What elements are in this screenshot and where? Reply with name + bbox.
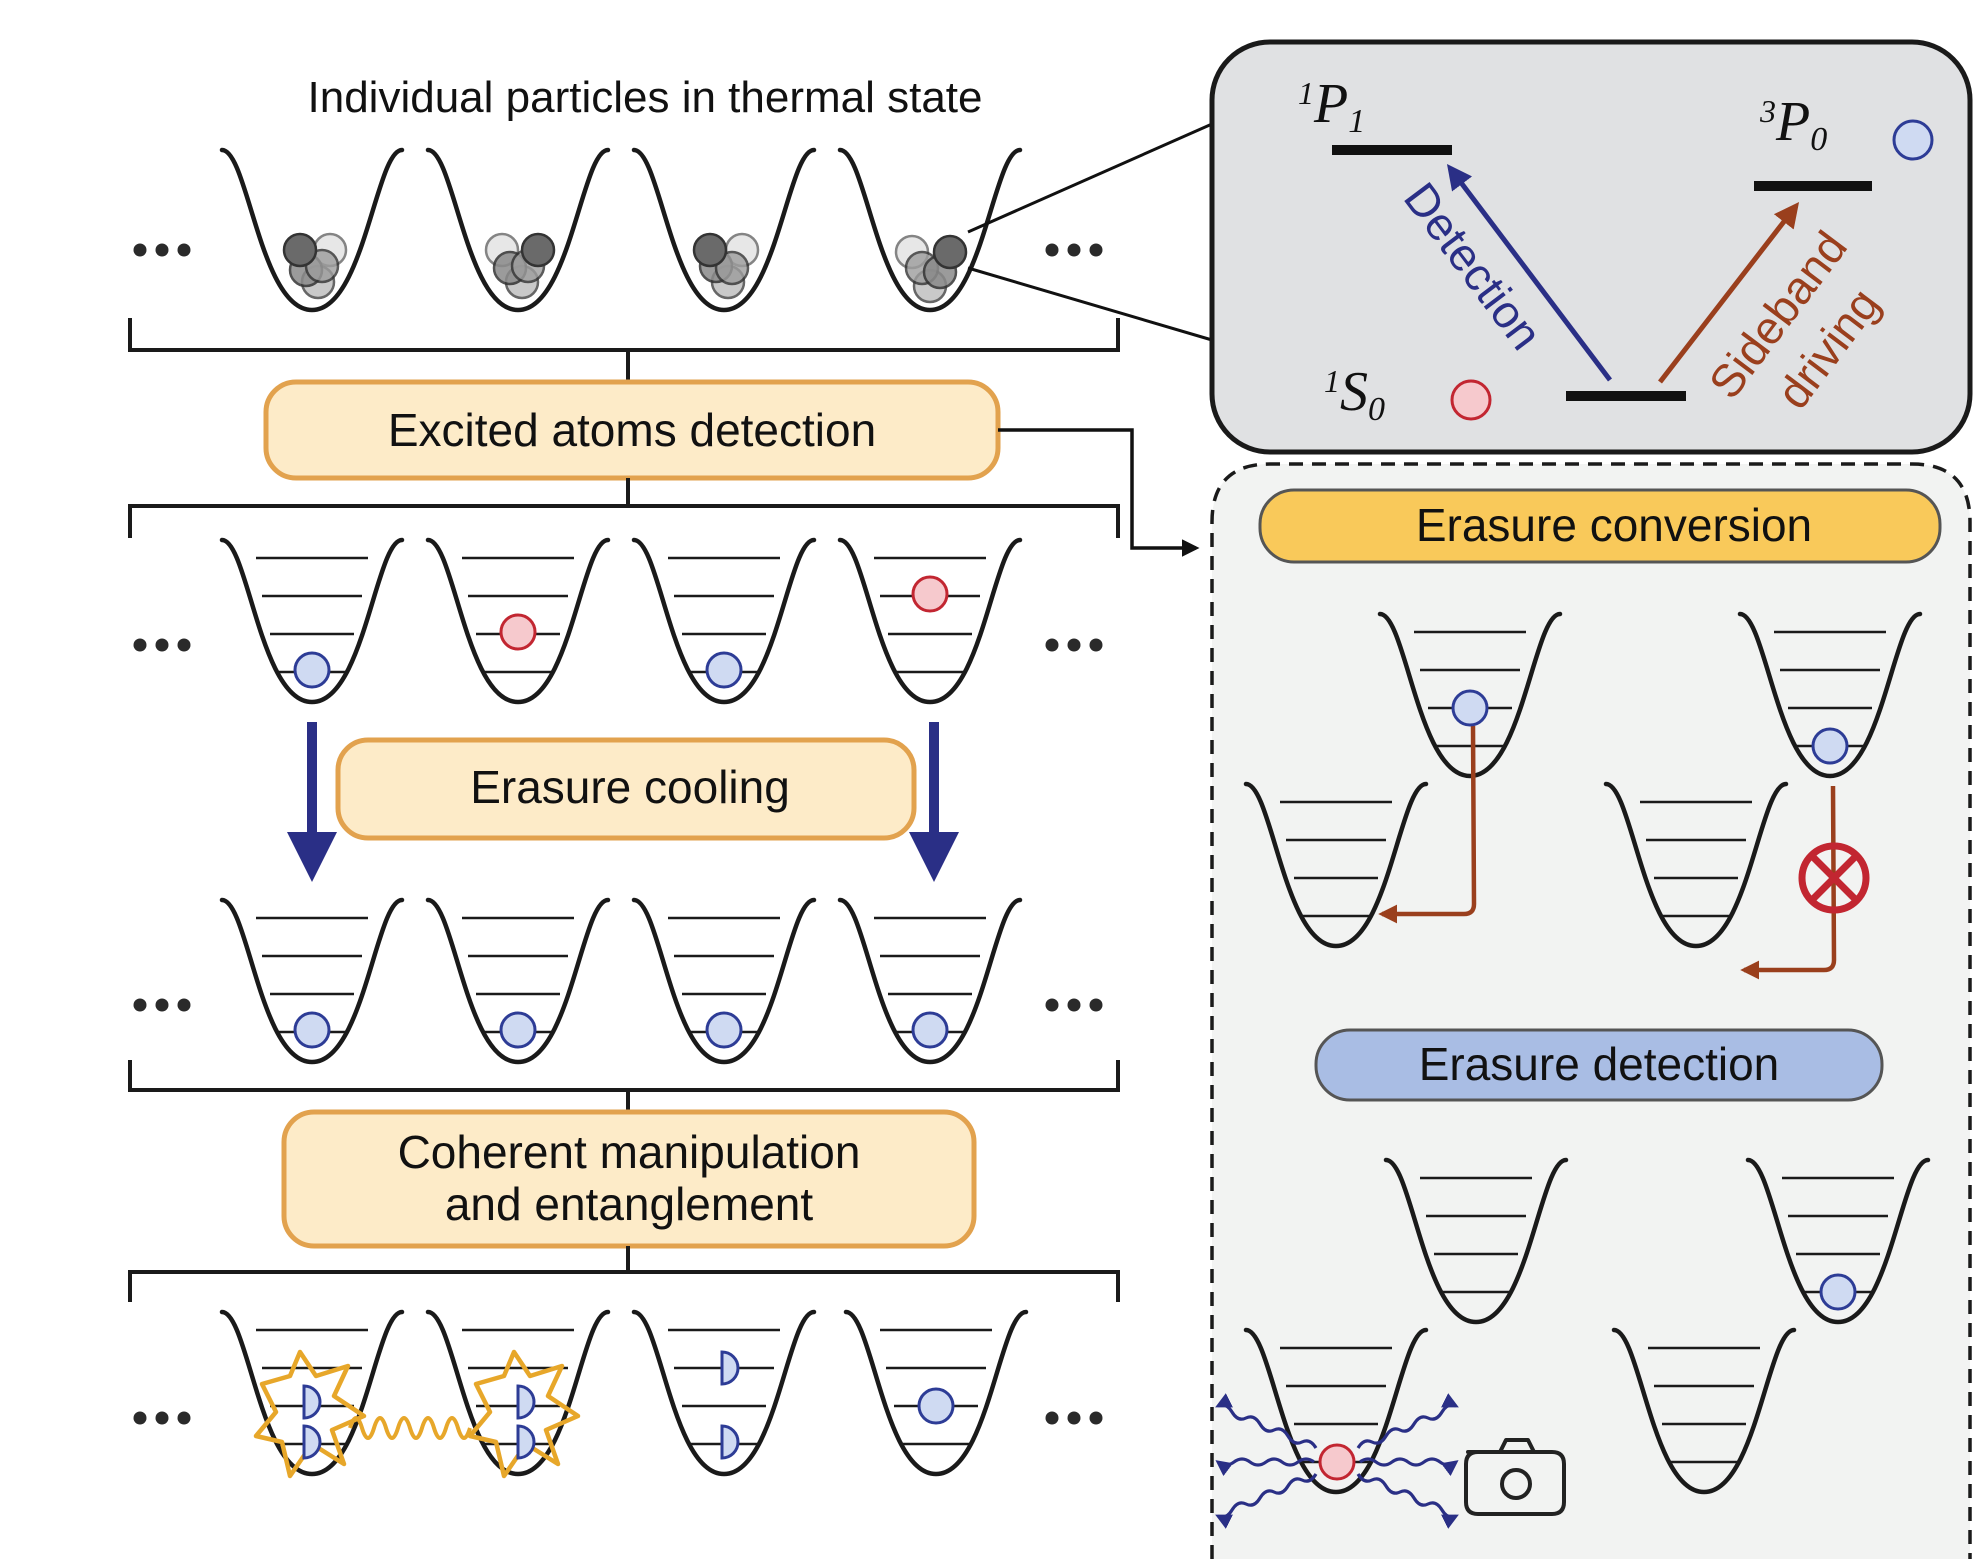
ground-atom	[705, 1011, 743, 1049]
excited-atom	[1318, 1443, 1356, 1481]
potential-well	[631, 147, 817, 313]
erasure-detection-label: Erasure detection	[1419, 1038, 1780, 1090]
coherent-label-line1: Coherent manipulation	[398, 1126, 861, 1178]
excited-detection-label: Excited atoms detection	[388, 404, 876, 456]
entanglement-star	[467, 1349, 581, 1479]
sideband-arrow	[1658, 202, 1800, 384]
ellipsis-icon	[133, 243, 191, 257]
entanglement-spring-icon	[348, 1416, 472, 1440]
ground-atom	[499, 1011, 537, 1049]
thermal-atom-cluster	[282, 232, 348, 300]
ellipsis-icon	[1045, 998, 1103, 1012]
ground-atom	[911, 1011, 949, 1049]
erasure-cooling-label: Erasure cooling	[470, 761, 790, 813]
row-entangled	[133, 1309, 1103, 1479]
ellipsis-icon	[133, 638, 191, 652]
excited-atoms-detection-box: Excited atoms detection	[263, 379, 1001, 481]
entanglement-star	[253, 1349, 367, 1479]
potential-well	[837, 147, 1023, 313]
ellipsis-icon	[1045, 1411, 1103, 1425]
row-after-detection	[133, 537, 1103, 705]
half-atom	[720, 1350, 740, 1386]
ellipsis-icon	[133, 1411, 191, 1425]
ground-atom	[293, 651, 331, 689]
ground-atom	[917, 1387, 955, 1425]
thermal-atom-cluster	[894, 234, 968, 304]
ground-atom	[1819, 1273, 1857, 1311]
thermal-atom-cluster	[692, 232, 760, 300]
excited-atom	[1450, 379, 1492, 421]
camera-icon	[1464, 1438, 1566, 1516]
blocked-transition-icon	[1798, 842, 1870, 914]
connector-arrow	[998, 428, 1200, 557]
energy-level-panel: 1P1 3P0 1S0 Detection Sideband driving	[1209, 39, 1973, 455]
zoom-line	[967, 266, 1213, 342]
erasure-conversion-label: Erasure conversion	[1416, 499, 1812, 551]
s0-level-label: 1S0	[1324, 361, 1385, 428]
excited-atom	[911, 575, 949, 613]
title-label: Individual particles in thermal state	[308, 73, 983, 122]
thermal-atom-cluster	[484, 232, 556, 300]
ellipsis-icon	[1045, 243, 1103, 257]
bracket	[128, 1270, 1120, 1302]
ground-atom	[705, 651, 743, 689]
potential-well	[425, 147, 611, 313]
half-atom	[302, 1424, 322, 1460]
conversion-arrow	[1740, 785, 1837, 980]
half-atom	[516, 1424, 536, 1460]
p1-level-label: 1P1	[1298, 73, 1365, 140]
row-cooled	[133, 897, 1103, 1065]
excited-atom	[499, 613, 537, 651]
bracket	[128, 1060, 1120, 1092]
detection-arrow	[1446, 164, 1612, 382]
zoom-line	[967, 122, 1213, 234]
erasure-conversion-panel: Erasure conversion	[1210, 462, 1972, 1559]
half-atom	[516, 1384, 536, 1420]
bracket	[128, 318, 1120, 352]
ground-atom	[1811, 727, 1849, 765]
ground-atom	[1451, 689, 1489, 727]
bracket	[128, 504, 1120, 538]
ground-atom	[293, 1011, 331, 1049]
p0-level-label: 3P0	[1759, 91, 1827, 158]
conversion-arrow	[1378, 725, 1477, 924]
ellipsis-icon	[133, 998, 191, 1012]
row-thermal	[133, 147, 1103, 313]
erasure-cooling-box: Erasure cooling	[335, 737, 917, 841]
coherent-label-line2: and entanglement	[445, 1178, 814, 1230]
half-atom	[302, 1384, 322, 1420]
half-atom	[720, 1424, 740, 1460]
ellipsis-icon	[1045, 638, 1103, 652]
coherent-manipulation-box: Coherent manipulation and entanglement	[281, 1109, 977, 1249]
ground-atom	[1892, 119, 1934, 161]
potential-well	[219, 147, 405, 313]
scattered-photon-icon	[1215, 1393, 1459, 1529]
